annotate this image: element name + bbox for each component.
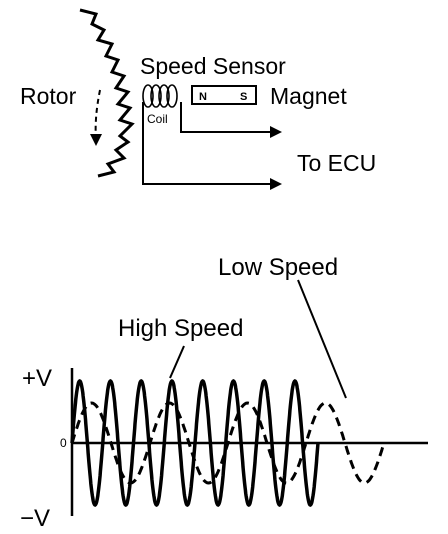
high-speed-leader [169, 345, 185, 379]
wire-upper [180, 102, 272, 133]
low-speed-waveform [70, 401, 386, 485]
rotor-label: Rotor [20, 83, 77, 109]
origin-label: 0 [60, 436, 67, 450]
magnet-label: Magnet [270, 83, 347, 109]
waveform-plot: Low Speed High Speed +V −V 0 [20, 254, 428, 532]
sensor-schematic: N S Rotor Speed Sensor Coil Magnet To EC… [20, 8, 376, 190]
coil-icon [142, 84, 178, 108]
rotation-arrow [94, 89, 101, 141]
plus-v-label: +V [22, 365, 52, 392]
rotor-teeth [79, 8, 135, 178]
to-ecu-label: To ECU [297, 150, 376, 176]
high-speed-label: High Speed [118, 315, 243, 342]
magnet-body [191, 85, 257, 105]
magnet-south-label: S [240, 91, 247, 103]
high-speed-waveform [70, 378, 320, 508]
speed-sensor-label: Speed Sensor [140, 53, 286, 79]
wire-lower-arrow [270, 178, 282, 190]
coil-label: Coil [147, 112, 168, 126]
low-speed-leader [297, 279, 347, 399]
wire-lower [142, 102, 272, 185]
wire-upper-arrow [270, 126, 282, 138]
low-speed-label: Low Speed [218, 254, 338, 281]
minus-v-label: −V [20, 505, 50, 532]
magnet-north-label: N [199, 91, 207, 103]
rotation-arrow-head [90, 134, 102, 146]
